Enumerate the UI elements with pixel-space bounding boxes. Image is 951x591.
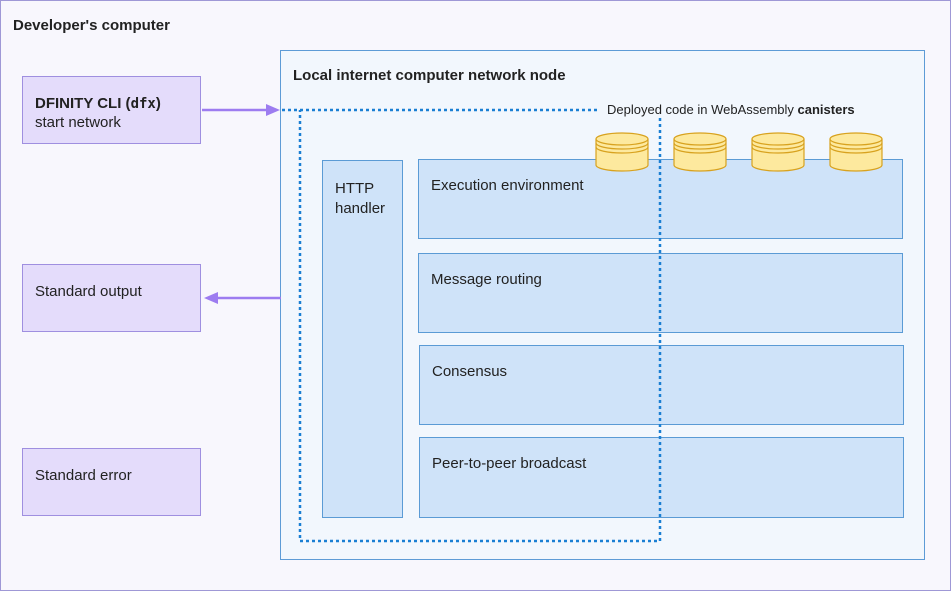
canisters-label: Deployed code in WebAssembly canisters [605,102,857,117]
peer-to-peer-label: Peer-to-peer broadcast [432,455,587,472]
message-routing-label: Message routing [431,271,542,288]
arrow-icon [204,292,281,304]
standard-error-box: Standard error [22,448,201,516]
canister-cylinder-icon [829,132,883,172]
dfinity-cli-subtitle: start network [35,114,121,131]
http-handler-box: HTTP handler [322,160,403,518]
standard-output-label: Standard output [35,283,142,300]
canister-cylinder-icon [673,132,727,172]
consensus-layer: Consensus [419,345,904,425]
canister-cylinder-icon [751,132,805,172]
arrow-icon [202,104,280,116]
consensus-label: Consensus [432,363,508,380]
cli-title-code: dfx [130,96,156,112]
message-routing-layer: Message routing [418,253,903,333]
dfinity-cli-title: DFINITY CLI (dfx) [35,94,161,114]
canisters-label-prefix: Deployed code in WebAssembly [607,102,798,117]
http-handler-label: HTTP handler [335,180,386,217]
standard-output-box: Standard output [22,264,201,332]
cli-title-prefix: DFINITY CLI ( [35,95,131,112]
developer-computer-title: Developer's computer [13,17,170,34]
dfinity-cli-box: DFINITY CLI (dfx) start network [22,76,201,144]
cli-title-suffix: ) [155,95,161,112]
canisters-label-bold: canisters [797,102,855,117]
peer-to-peer-layer: Peer-to-peer broadcast [419,437,904,518]
standard-error-label: Standard error [35,467,132,484]
canister-boundary-dotted [282,108,662,543]
canister-cylinder-icon [595,132,649,172]
execution-environment-label: Execution environment [431,177,584,194]
network-node-title: Local internet computer network node [293,67,566,84]
